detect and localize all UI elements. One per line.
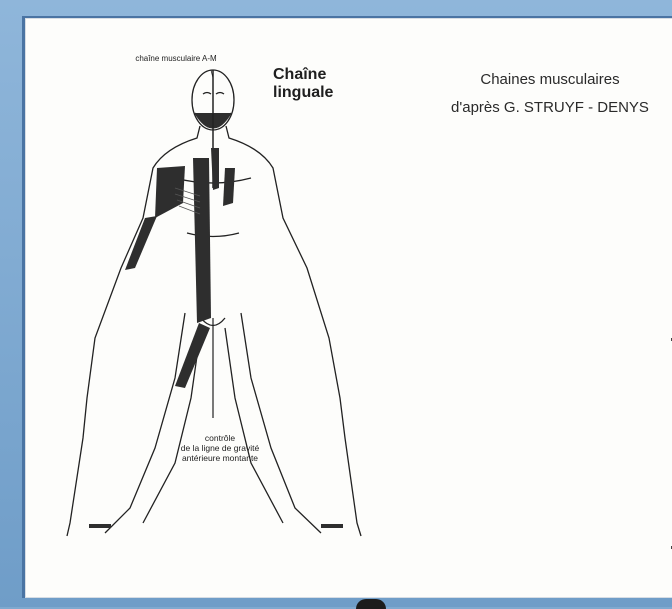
caption-line-1: contrôle <box>145 433 295 443</box>
gravity-line-caption: contrôle de la ligne de gravité antérieu… <box>145 433 295 463</box>
page-heading: Chaines musculaires d'après G. STRUYF - … <box>415 66 672 122</box>
muscle-chain-shading <box>125 148 235 388</box>
chain-muscle-label: chaîne musculaire A-M <box>121 54 231 63</box>
document-sheet: chaîne musculaire A-M Chaîne linguale Ch… <box>22 16 672 598</box>
ground-bars <box>89 524 343 528</box>
caption-line-3: antérieure montante <box>145 453 295 463</box>
heading-line-2: d'après G. STRUYF - DENYS <box>415 94 672 122</box>
lingual-chain-title: Chaîne linguale <box>273 66 353 102</box>
heading-line-1: Chaines musculaires <box>415 66 672 94</box>
binding-knob <box>356 599 386 609</box>
caption-line-2: de la ligne de gravité <box>145 443 295 453</box>
